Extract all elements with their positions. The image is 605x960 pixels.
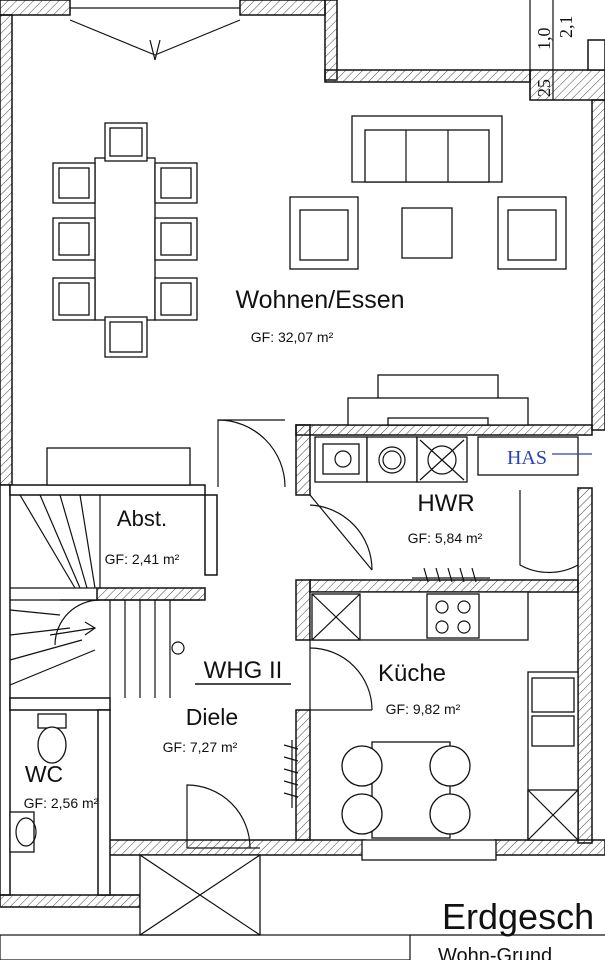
dining-table: [52, 122, 198, 358]
kitchen-door: [309, 640, 373, 711]
footer-title: Erdgesch: [442, 896, 594, 937]
interior-walls: [9, 424, 593, 896]
unit-label: WHG II: [204, 657, 283, 684]
footer-subtitle: Wohn-Grund: [438, 945, 552, 960]
room-name-wohnen: Wohnen/Essen: [235, 286, 404, 314]
room-area-wc: GF: 2,56 m²: [24, 795, 99, 811]
room-name-wc: WC: [25, 761, 63, 787]
has-box: [477, 436, 579, 476]
dimension-label-2: 2,1: [556, 16, 576, 39]
hwr-door: [309, 490, 579, 574]
front-door: [186, 784, 260, 849]
room-name-diele: Diele: [186, 704, 238, 730]
wc-fixtures: [9, 713, 67, 853]
room-area-hwr: GF: 5,84 m²: [408, 530, 483, 546]
room-area-wohnen: GF: 32,07 m²: [251, 329, 334, 345]
living-door: [217, 419, 286, 488]
kitchen-table: [341, 741, 497, 861]
dimension-label-1: 1,0: [534, 28, 554, 51]
radiator-hwr: [412, 567, 490, 583]
room-area-kueche: GF: 9,82 m²: [386, 701, 461, 717]
room-area-diele: GF: 7,27 m²: [163, 739, 238, 755]
staircase: [9, 494, 200, 698]
radiator-diele: [283, 740, 299, 808]
bench: [46, 447, 191, 486]
outer-walls: [0, 0, 605, 908]
room-name-kueche: Küche: [378, 660, 446, 687]
entrance-canopy: [100, 854, 261, 936]
sideboard: [347, 374, 529, 426]
title-frame: [0, 934, 411, 960]
hwr-appliances: [314, 436, 468, 483]
room-name-abst: Abst.: [117, 506, 167, 531]
dimension-label-3: 25: [534, 79, 554, 97]
room-name-hwr: HWR: [417, 490, 474, 517]
has-label: HAS: [507, 447, 547, 469]
room-area-abst: GF: 2,41 m²: [105, 551, 180, 567]
terrace-door: [69, 7, 241, 61]
sofa-set: [289, 115, 567, 270]
kitchen-counter: [309, 591, 579, 841]
